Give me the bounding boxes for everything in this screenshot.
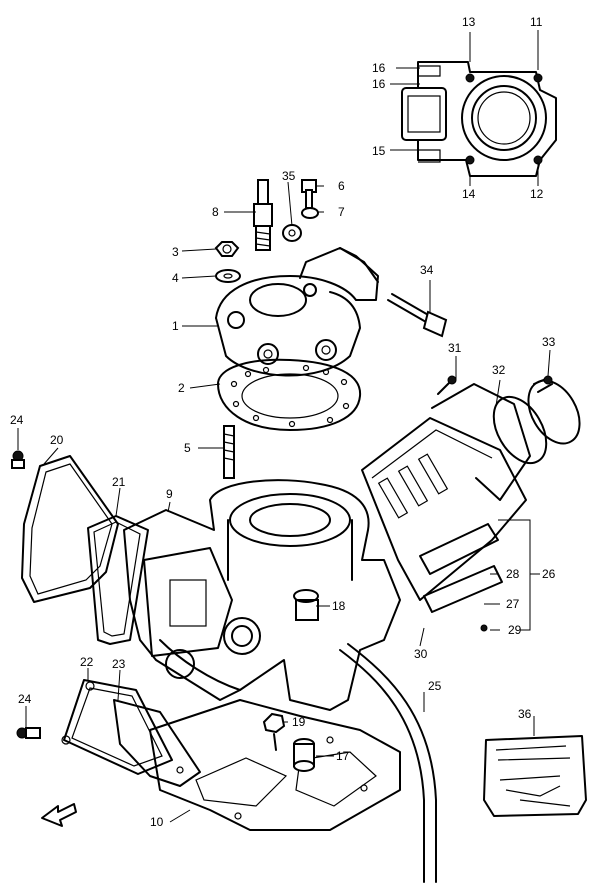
callout-15: 15 — [372, 144, 386, 158]
callout-7: 7 — [338, 205, 345, 219]
callout-4: 4 — [172, 271, 179, 285]
callout-31: 31 — [448, 341, 462, 355]
head-gasket — [217, 358, 362, 431]
callout-26: 26 — [542, 567, 556, 581]
callout-8: 8 — [212, 205, 219, 219]
callout-28: 28 — [506, 567, 520, 581]
callout-3: 3 — [172, 245, 179, 259]
spark-plug — [253, 179, 273, 251]
front-direction-arrow-icon — [41, 803, 77, 827]
head-bolt — [387, 293, 448, 338]
callout-35: 35 — [282, 169, 296, 183]
callout-labels: 13 11 16 16 15 14 12 35 6 8 7 3 34 4 1 3… — [10, 15, 556, 829]
callout-5: 5 — [184, 441, 191, 455]
callout-23: 23 — [112, 657, 126, 671]
callout-11: 11 — [530, 15, 543, 29]
callout-24-upper: 24 — [10, 413, 24, 427]
gasket-kit-package — [483, 735, 587, 817]
callout-32: 32 — [492, 363, 506, 377]
callout-22: 22 — [80, 655, 94, 669]
stud-bolt — [223, 425, 235, 479]
callout-13: 13 — [462, 15, 476, 29]
callout-10: 10 — [150, 815, 164, 829]
callout-17: 17 — [336, 749, 350, 763]
callout-6: 6 — [338, 179, 345, 193]
exhaust-covers — [16, 679, 201, 787]
callout-1: 1 — [172, 319, 179, 333]
callout-14: 14 — [462, 187, 476, 201]
callout-25: 25 — [428, 679, 442, 693]
side-gaskets — [11, 450, 149, 645]
callout-18: 18 — [332, 599, 346, 613]
callout-21: 21 — [112, 475, 126, 489]
callout-16-upper: 16 — [372, 61, 386, 75]
cylinder-block — [123, 479, 401, 711]
dowel-and-nuts — [262, 712, 315, 772]
callout-2: 2 — [178, 381, 185, 395]
callout-16-lower: 16 — [372, 77, 386, 91]
callout-36: 36 — [518, 707, 532, 721]
breather-hose — [339, 643, 437, 883]
callout-29: 29 — [508, 623, 522, 637]
callout-20: 20 — [50, 433, 64, 447]
leader-lines — [17, 30, 551, 823]
callout-30: 30 — [414, 647, 428, 661]
callout-33: 33 — [542, 335, 556, 349]
callout-9: 9 — [166, 487, 173, 501]
cylinder-top-view-inset — [401, 61, 557, 177]
cylinder-head — [215, 247, 379, 377]
callout-27: 27 — [506, 597, 520, 611]
callout-34: 34 — [420, 263, 434, 277]
callout-12: 12 — [530, 187, 544, 201]
callout-24-lower: 24 — [18, 692, 32, 706]
base-gasket — [149, 699, 401, 831]
callout-19: 19 — [292, 715, 306, 729]
